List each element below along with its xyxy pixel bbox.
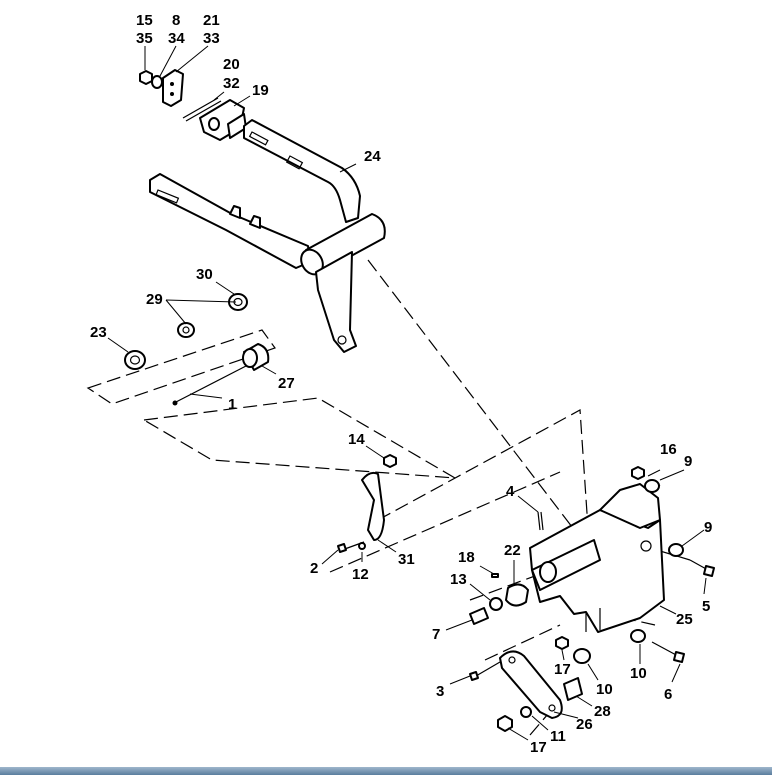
callout-16: 16 xyxy=(660,441,677,458)
callout-2: 2 xyxy=(310,560,318,577)
callout-26: 26 xyxy=(576,716,593,733)
callout-20: 20 xyxy=(223,56,240,73)
swing-arm xyxy=(149,119,386,353)
callout-6: 6 xyxy=(664,686,672,703)
callout-30: 30 xyxy=(196,266,213,283)
callout-21: 21 xyxy=(203,12,220,29)
callout-7: 7 xyxy=(432,626,440,643)
callout-22: 22 xyxy=(504,542,521,559)
callout-3: 3 xyxy=(436,683,444,700)
callout-10-left: 10 xyxy=(596,681,613,698)
callout-32: 32 xyxy=(223,75,240,92)
callout-35: 35 xyxy=(136,30,153,47)
callout-25: 25 xyxy=(676,611,693,628)
callout-27: 27 xyxy=(278,375,295,392)
callout-14: 14 xyxy=(348,431,365,448)
top-hardware-group xyxy=(139,69,247,141)
callout-13: 13 xyxy=(450,571,467,588)
leader-lines xyxy=(107,45,707,741)
callout-8: 8 xyxy=(172,12,180,29)
pivot-bracket xyxy=(529,483,665,633)
bottom-border-bar xyxy=(0,767,772,775)
callout-12: 12 xyxy=(352,566,369,583)
callout-28: 28 xyxy=(594,703,611,720)
callout-labels: 15 35 8 34 21 33 20 32 19 24 30 29 23 27… xyxy=(90,12,712,756)
callout-29: 29 xyxy=(146,291,163,308)
bearing-group xyxy=(124,293,270,406)
callout-10-right: 10 xyxy=(630,665,647,682)
callout-9-lower: 9 xyxy=(704,519,712,536)
callout-23: 23 xyxy=(90,324,107,341)
callout-5: 5 xyxy=(702,598,710,615)
callout-17-lower: 17 xyxy=(530,739,547,756)
chain-guide-group xyxy=(337,454,397,553)
callout-33: 33 xyxy=(203,30,220,47)
callout-24: 24 xyxy=(364,148,381,165)
callout-15: 15 xyxy=(136,12,153,29)
callout-9-upper: 9 xyxy=(684,453,692,470)
callout-1: 1 xyxy=(228,396,236,413)
callout-34: 34 xyxy=(168,30,185,47)
callout-4: 4 xyxy=(506,483,515,500)
callout-11: 11 xyxy=(550,728,566,745)
bracket-hardware xyxy=(469,466,715,664)
callout-18: 18 xyxy=(458,549,475,566)
link-plate-group xyxy=(469,650,583,732)
callout-19: 19 xyxy=(252,82,269,99)
callout-17-upper: 17 xyxy=(554,661,571,678)
callout-31: 31 xyxy=(398,551,415,568)
